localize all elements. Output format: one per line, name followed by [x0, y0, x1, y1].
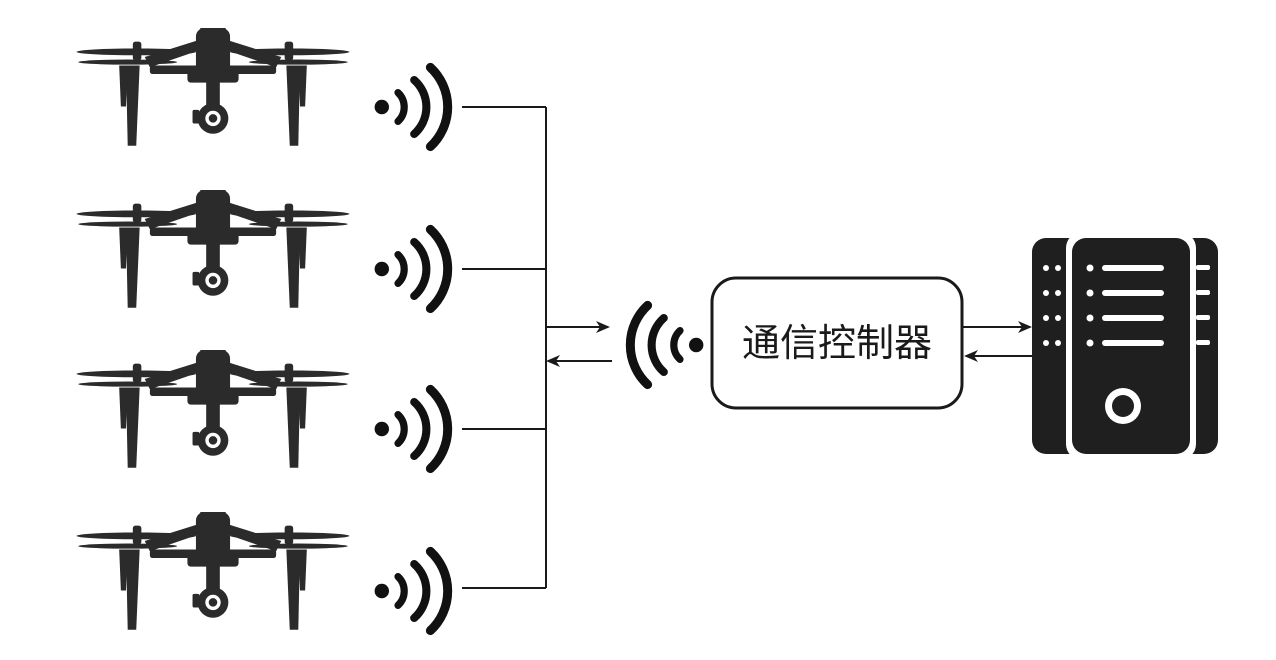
drone-icon — [76, 28, 350, 146]
drone-1-wifi-signal-icon — [375, 67, 448, 146]
drone-3-wifi-signal-icon — [375, 389, 448, 468]
server-icon — [1032, 232, 1218, 460]
drone-icon — [76, 190, 350, 308]
drone-icon — [76, 512, 350, 630]
controller-label: 通信控制器 — [742, 321, 932, 365]
drone-3 — [76, 350, 350, 468]
controller-box — [710, 276, 964, 410]
controller: 通信控制器 — [710, 276, 964, 410]
drones-bus — [462, 106, 547, 589]
drone-2 — [76, 190, 350, 308]
drone-icon — [76, 350, 350, 468]
drone-2-wifi-signal-icon — [375, 229, 448, 308]
controller-antenna-wifi-signal-icon — [630, 305, 703, 384]
drone-1 — [76, 28, 350, 146]
drone-4-wifi-signal-icon — [375, 551, 448, 630]
drone-4 — [76, 512, 350, 630]
